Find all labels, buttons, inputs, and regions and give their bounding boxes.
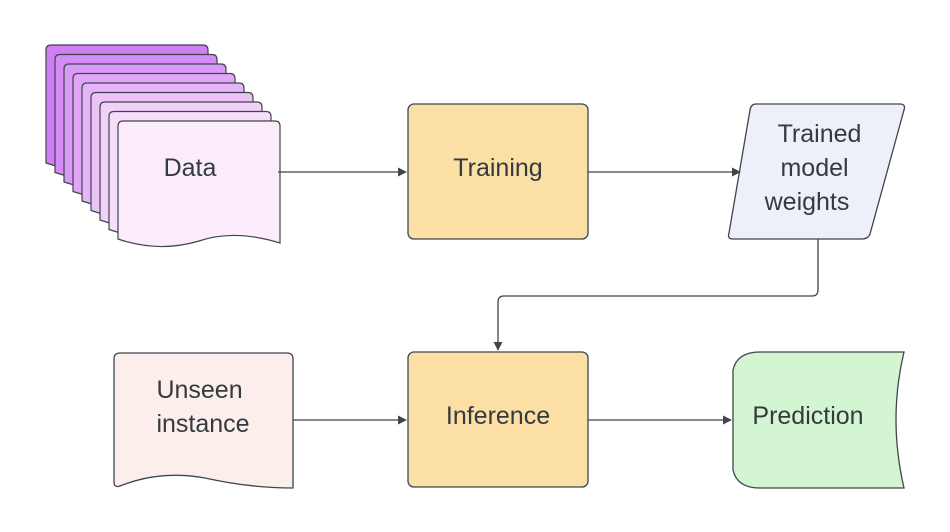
inference-label: Inference (446, 402, 550, 430)
unseen-label-line: instance (156, 410, 249, 438)
weights-to-inference-arrow (493, 239, 819, 351)
weights-label-line: Trained (778, 120, 862, 148)
prediction-label: Prediction (752, 402, 863, 430)
trained-weights-data-node (727, 103, 906, 240)
data-multi-document-node (45, 44, 281, 248)
data-document-front (117, 120, 281, 248)
weights-label-line: model (780, 154, 848, 182)
unseen-label: Unseen instance (156, 376, 249, 438)
data-label: Data (164, 154, 217, 182)
training-label: Training (453, 154, 542, 182)
weights-label-line: weights (764, 188, 850, 216)
unseen-label-line: Unseen (156, 376, 242, 404)
prediction-output-node (732, 351, 905, 489)
unseen-instance-document-node (113, 352, 294, 489)
weights-label: Trained model weights (764, 120, 869, 216)
